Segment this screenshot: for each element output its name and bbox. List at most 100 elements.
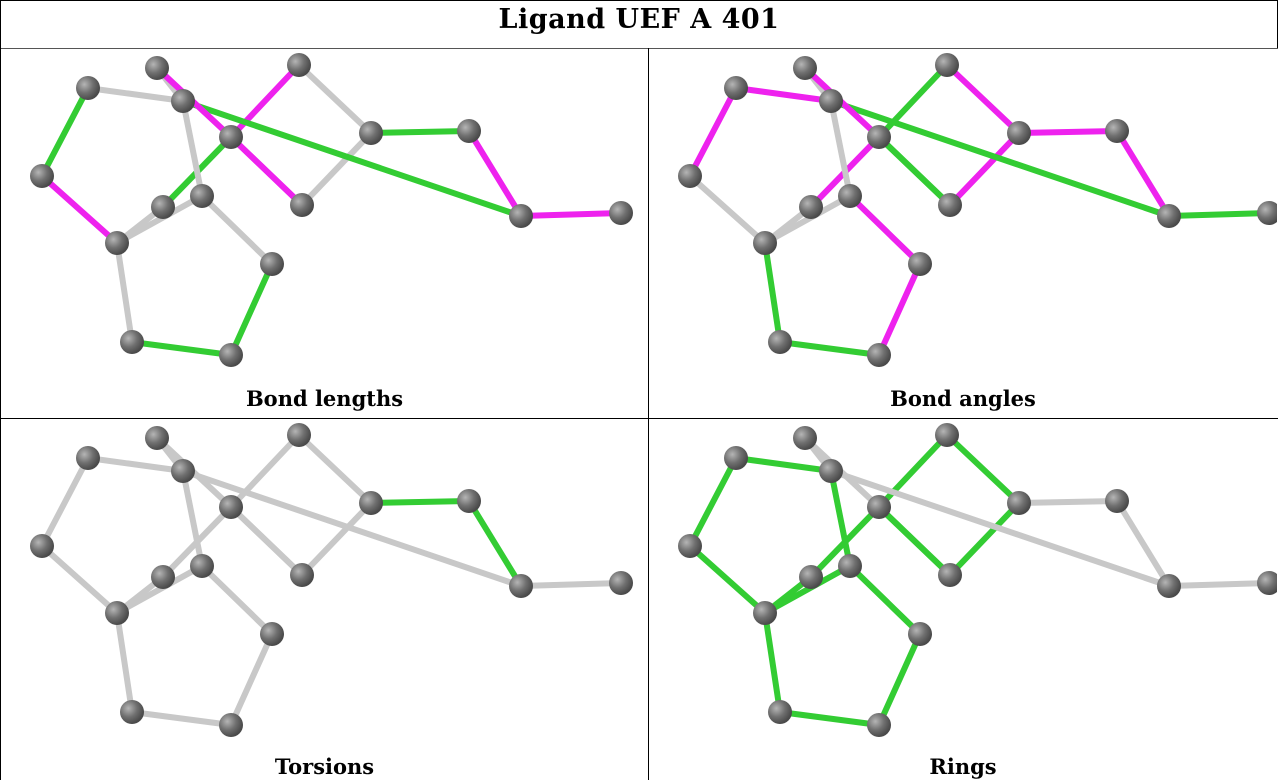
panel-rings: Rings: [649, 419, 1277, 780]
bond-gray: [828, 98, 853, 199]
atom: [819, 459, 843, 483]
caption-bond-angles: Bond angles: [890, 386, 1036, 411]
border-top: [0, 0, 1278, 1]
bond-magenta: [228, 134, 305, 208]
caption-rings: Rings: [929, 754, 997, 779]
atom: [908, 622, 932, 646]
bond-green: [828, 98, 1172, 219]
bond-green: [828, 468, 853, 569]
bond-green: [876, 62, 950, 140]
bond-green: [180, 98, 524, 219]
atom: [76, 76, 100, 100]
atom: [260, 252, 284, 276]
bond-gray: [180, 468, 524, 589]
atom: [838, 554, 862, 578]
atom: [30, 534, 54, 558]
atom: [724, 76, 748, 100]
atom: [819, 89, 843, 113]
bond-gray: [296, 62, 374, 136]
atom: [509, 204, 533, 228]
bond-magenta: [228, 62, 302, 140]
bond-magenta: [687, 85, 739, 179]
molecule-bond-lengths: [30, 53, 633, 367]
bond-gray: [1114, 498, 1172, 589]
bond-gray: [1166, 580, 1272, 589]
bond-gray: [228, 504, 305, 578]
molecule-rings: [678, 423, 1277, 737]
atom: [190, 184, 214, 208]
atom: [799, 565, 823, 589]
atom: [105, 601, 129, 625]
bond-magenta: [1016, 128, 1120, 136]
bond-magenta: [39, 173, 120, 246]
atom: [678, 164, 702, 188]
atom: [30, 164, 54, 188]
bond-green: [368, 498, 472, 506]
panel-bond-angles: Bond angles: [649, 49, 1277, 418]
bond-gray: [687, 173, 768, 246]
bond-gray: [114, 563, 205, 616]
atom: [1007, 121, 1031, 145]
bond-gray: [39, 543, 120, 616]
atom: [287, 423, 311, 447]
atom: [1257, 571, 1277, 595]
bond-green: [762, 240, 783, 345]
atom: [190, 554, 214, 578]
atom: [1257, 201, 1277, 225]
bond-gray: [114, 240, 135, 345]
atom: [171, 459, 195, 483]
atom: [938, 563, 962, 587]
bond-gray: [129, 709, 234, 728]
bond-gray: [85, 455, 186, 474]
atom: [908, 252, 932, 276]
bond-gray: [180, 98, 205, 199]
atom: [290, 563, 314, 587]
bond-gray: [762, 193, 853, 246]
bond-green: [687, 455, 739, 549]
bond-gray: [199, 193, 275, 267]
bond-green: [876, 504, 953, 578]
atom: [151, 565, 175, 589]
atom: [105, 231, 129, 255]
title-divider: [0, 48, 1278, 49]
bond-gray: [180, 468, 205, 569]
atom: [867, 125, 891, 149]
atom: [1105, 489, 1129, 513]
caption-torsions: Torsions: [274, 754, 375, 779]
bond-green: [733, 455, 834, 474]
bond-green: [39, 85, 91, 179]
atom: [290, 193, 314, 217]
atom: [753, 601, 777, 625]
atom: [867, 713, 891, 737]
atom: [1007, 491, 1031, 515]
caption-bond-lengths: Bond lengths: [245, 386, 404, 411]
atom: [793, 56, 817, 80]
bond-green: [777, 339, 882, 358]
atom: [1157, 204, 1181, 228]
atom: [359, 491, 383, 515]
atom: [935, 53, 959, 77]
bond-magenta: [944, 62, 1022, 136]
bond-gray: [828, 468, 1172, 589]
bond-magenta: [876, 261, 923, 358]
atom: [219, 495, 243, 519]
atom: [867, 495, 891, 519]
bond-green: [762, 610, 783, 715]
atom: [753, 231, 777, 255]
bond-gray: [199, 563, 275, 637]
bond-gray: [299, 500, 374, 578]
bond-gray: [228, 432, 302, 510]
bond-green: [847, 563, 923, 637]
bond-green: [687, 543, 768, 616]
atom: [151, 195, 175, 219]
atom: [260, 622, 284, 646]
atom: [145, 426, 169, 450]
atom: [219, 343, 243, 367]
bond-green: [466, 498, 524, 589]
bond-gray: [114, 610, 135, 715]
atom: [1157, 574, 1181, 598]
atom: [120, 330, 144, 354]
border-left: [0, 0, 1, 780]
bond-green: [876, 432, 950, 510]
atom: [938, 193, 962, 217]
